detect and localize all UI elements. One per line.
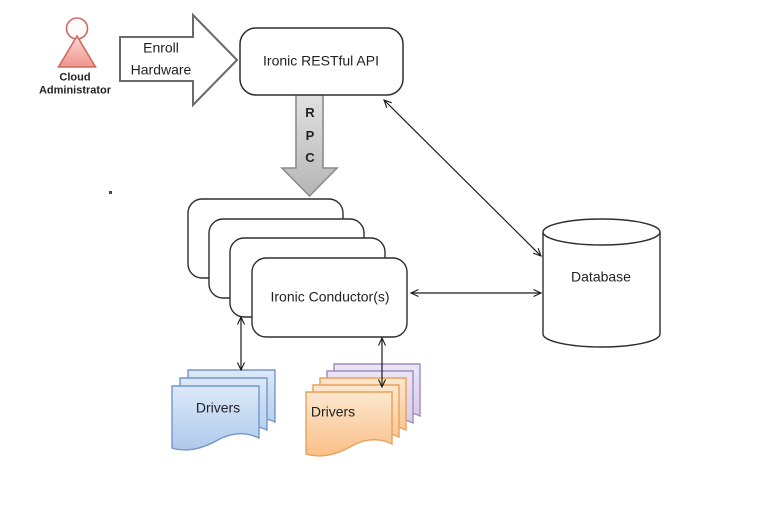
drivers-left-label: Drivers [195, 399, 241, 416]
rpc-letter-r: R [305, 105, 315, 121]
database-cylinder [542, 218, 661, 348]
enroll-label-line1: Enroll [143, 39, 179, 56]
drivers-stack-blue [171, 369, 276, 451]
driver-doc-orange [305, 391, 393, 457]
rpc-arrow-shape [280, 92, 339, 198]
arrow-api-database [383, 99, 542, 257]
cloud-administrator-label-line2: Administrator [38, 84, 112, 96]
driver-doc [171, 385, 260, 451]
cloud-administrator-label: Cloud Administrator [39, 72, 111, 97]
enroll-hardware-arrow-shape [119, 12, 239, 108]
connector-arrows [237, 99, 543, 389]
cloud-administrator-label-line1: Cloud [59, 71, 91, 84]
ironic-api-box [239, 27, 404, 96]
enroll-label-line2: Hardware [130, 61, 192, 77]
enroll-hardware-label: Enroll Hardware [131, 38, 192, 81]
cloud-administrator-icon [57, 17, 97, 68]
conductor-box-front [251, 257, 408, 338]
conductor-stack [187, 198, 408, 338]
ironic-conductors-label: Ironic Conductor(s) [270, 288, 390, 305]
stray-dot [109, 191, 112, 194]
drivers-right-label: Drivers [310, 403, 356, 420]
rpc-letter-p: P [305, 128, 315, 144]
database-label: Database [571, 268, 631, 285]
ironic-api-label: Ironic RESTful API [263, 52, 379, 69]
rpc-letter-c: C [305, 150, 315, 166]
drivers-stack-mixed [305, 363, 421, 457]
